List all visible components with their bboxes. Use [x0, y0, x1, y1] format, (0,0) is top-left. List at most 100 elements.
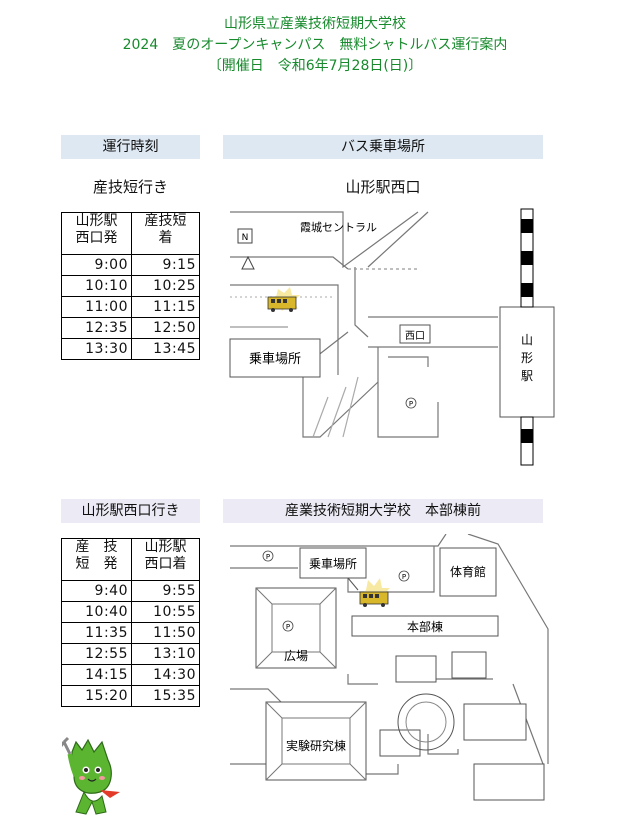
arrival-time: 14:30 — [131, 664, 200, 686]
road-edge — [388, 356, 429, 367]
departure-time: 14:15 — [61, 664, 132, 686]
road-edge — [230, 534, 447, 547]
parking-icon — [405, 397, 417, 409]
station-map: N 霞城セントラル 乗車場所 西口 山形駅 P — [229, 208, 555, 466]
gym-building — [439, 547, 497, 597]
kajo-central-label: 霞城セントラル — [300, 221, 377, 234]
pickup-pointer — [347, 577, 359, 591]
station-building — [499, 306, 555, 418]
road-edge — [347, 546, 435, 593]
road-edge — [230, 284, 339, 375]
roundabout — [397, 693, 455, 751]
road-edge — [427, 734, 459, 755]
parking-icon — [262, 550, 274, 562]
pickup-label: 乗車場所 — [309, 557, 357, 571]
pickup-label: 乗車場所 — [249, 352, 301, 367]
pickup-box — [299, 547, 367, 579]
arrival-time: 10:25 — [131, 275, 200, 297]
departure-time: 9:00 — [61, 254, 132, 276]
arrival-time: 13:10 — [131, 643, 200, 665]
timetable-heading: 運行時刻 — [61, 135, 200, 159]
column-header: 山形駅 西口着 — [131, 538, 200, 581]
road-edge — [367, 211, 429, 268]
map1-subtitle: 山形駅西口 — [345, 178, 421, 196]
column-header: 産技短 着 — [131, 212, 200, 255]
departure-time: 9:40 — [61, 580, 132, 602]
arrival-time: 9:55 — [131, 580, 200, 602]
arrival-time: 9:15 — [131, 254, 200, 276]
pickup-box — [229, 338, 321, 378]
railway-track — [520, 208, 534, 466]
arrival-time: 13:45 — [131, 338, 200, 360]
plaza-structure — [255, 587, 337, 669]
lab-building — [265, 701, 367, 781]
departure-time: 12:55 — [61, 643, 132, 665]
road-edge — [354, 267, 369, 338]
column-header-line: 短 発 — [75, 556, 118, 572]
gym-label: 体育館 — [450, 564, 486, 579]
bus-stop-heading: バス乗車場所 — [223, 135, 543, 159]
parking-label: P — [409, 400, 413, 408]
road-edge — [230, 256, 349, 270]
main-building — [351, 615, 499, 637]
bus-icon — [359, 578, 390, 607]
column-header-line: 山形駅 — [144, 539, 187, 555]
column-header-line: 着 — [158, 230, 173, 246]
school-name: 山形県立産業技術短期大学校 — [224, 16, 406, 32]
main-building-label: 本部棟 — [407, 619, 443, 634]
arrival-time: 11:50 — [131, 622, 200, 644]
direction-to-school: 産技短行き — [92, 178, 168, 196]
column-header-line: 西口着 — [144, 556, 187, 572]
road-edge — [347, 674, 378, 685]
road-edge — [467, 534, 549, 764]
road-edge — [377, 347, 439, 438]
road-edge — [230, 211, 419, 269]
mascot-character — [62, 736, 120, 815]
campus-map: 広場 実験研究棟 乗車場所 体育館 本部棟 P P P — [230, 534, 549, 801]
departure-time: 12:35 — [61, 317, 132, 339]
departure-time: 13:30 — [61, 338, 132, 360]
west-exit-label: 西口 — [405, 331, 425, 342]
campus-map-heading: 産業技術短期大学校 本部棟前 — [223, 499, 543, 523]
arrival-time: 11:15 — [131, 296, 200, 318]
other-buildings — [379, 651, 545, 801]
parking-icon — [398, 570, 410, 582]
bus-icon — [267, 287, 300, 312]
column-header-line: 産 技 — [75, 539, 118, 555]
event-date: 〔開催日 令和6年7月28日(日)〕 — [207, 58, 423, 74]
column-header: 山形駅 西口発 — [61, 212, 132, 255]
departure-time: 10:40 — [61, 601, 132, 623]
north-arrow-icon — [241, 255, 255, 270]
column-header: 産 技 短 発 — [61, 538, 132, 581]
departure-time: 11:00 — [61, 296, 132, 318]
departure-time: 11:35 — [61, 622, 132, 644]
column-header-line: 山形駅 — [75, 213, 118, 229]
parking-icon — [282, 620, 294, 632]
north-marker — [237, 228, 253, 244]
departure-time: 15:20 — [61, 685, 132, 707]
road-edge — [512, 683, 544, 765]
departure-time: 10:10 — [61, 275, 132, 297]
arrival-time: 10:55 — [131, 601, 200, 623]
column-header-line: 産技短 — [144, 213, 187, 229]
parking-label: P — [402, 573, 406, 581]
page-header: 山形県立産業技術短期大学校 2024 夏のオープンキャンパス 無料シャトルバス運… — [0, 14, 630, 77]
roundabout-inner — [405, 701, 447, 743]
parking-label: P — [266, 553, 270, 561]
arrival-time: 15:35 — [131, 685, 200, 707]
west-exit-box — [399, 324, 431, 344]
north-label: N — [242, 233, 249, 243]
parking-lines — [312, 376, 359, 438]
